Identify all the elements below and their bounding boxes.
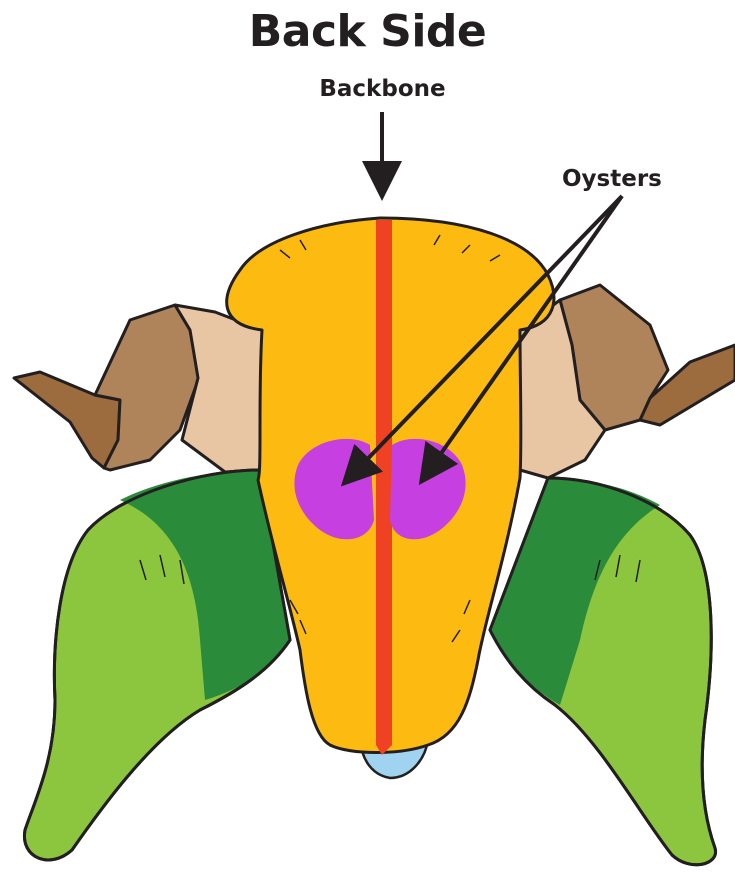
right-wing	[520, 285, 735, 478]
backbone-label: Backbone	[0, 76, 735, 102]
diagram-title: Back Side	[0, 6, 735, 57]
right-drumstick	[490, 478, 716, 865]
oysters-label: Oysters	[562, 166, 662, 192]
left-wing	[14, 305, 262, 472]
backbone-stripe	[376, 220, 392, 755]
left-drumstick	[24, 470, 290, 860]
